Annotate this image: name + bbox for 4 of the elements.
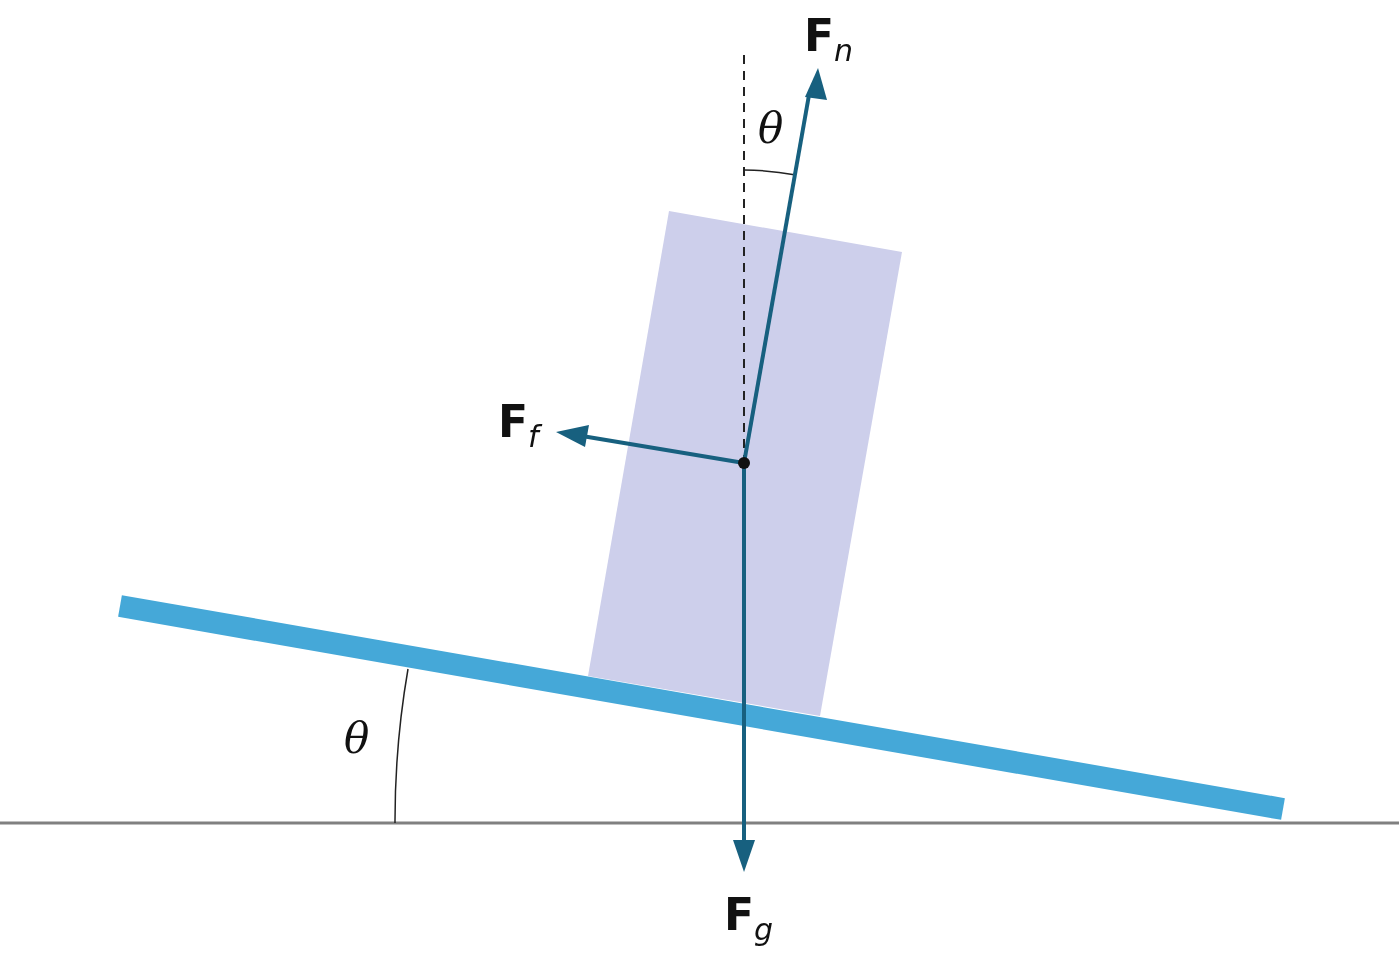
angle-label: θ [758, 108, 784, 150]
angle-label: θ [344, 718, 370, 760]
force-label: F$_{g}$ [724, 893, 774, 945]
force-label: F$_{n}$ [804, 14, 854, 66]
